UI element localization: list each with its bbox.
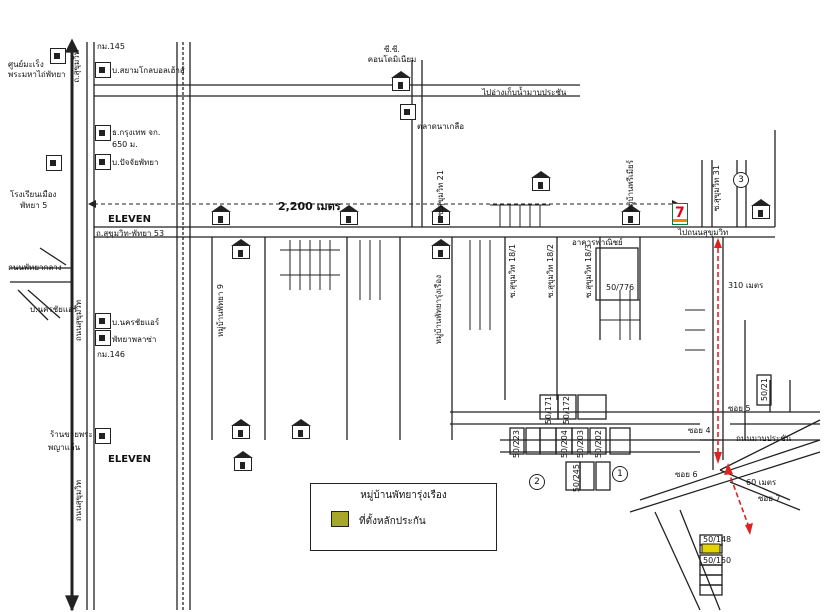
label-bank: ธ.กรุงเทพ จก. [112, 128, 161, 137]
label-pattaya5: พัทยา 5 [20, 201, 48, 210]
label-hospital-2: พระมหาไถ่พัทยา [8, 70, 66, 79]
marker-1: 1 [612, 466, 628, 482]
label-dist-60: 60 เมตร [746, 478, 777, 487]
label-lot-223: 50/223 [512, 430, 521, 459]
label-pattaya-klang: ถนนพัทยากลาง [8, 263, 62, 272]
label-sukhumvit-vert: ถนนสุขุมวิท [74, 300, 83, 342]
legend-item-label: ที่ตั้งหลักประกัน [359, 516, 426, 527]
village-icon [751, 199, 771, 219]
label-soi-18-3: ซ.สุขุมวิท 18/3 [584, 244, 593, 298]
village-icon [231, 419, 251, 439]
label-sukhumvit-lower: ถนนสุขุมวิท [74, 480, 83, 522]
collateral-location-marker [701, 543, 721, 554]
label-to-reservoir: ไปอ่างเก็บน้ำมาบประชัน [482, 88, 567, 97]
label-soi-18-2: ซ.สุขุมวิท 18/2 [546, 244, 555, 298]
label-shop: ร้านขายพระ [50, 430, 93, 439]
label-school: โรงเรียนเมือง [10, 190, 57, 199]
label-soi-4: ซอย 4 [688, 426, 711, 435]
label-nakorn-2: บ.นครชัยแอร์ [112, 318, 160, 327]
village-icon [291, 419, 311, 439]
village-icon [339, 205, 359, 225]
label-soi-21: ซ.สุขุมวิท 21 [436, 170, 445, 217]
label-lot-148: 50/148 [703, 535, 732, 544]
village-icon [531, 171, 551, 191]
label-650: 650 ม. [112, 140, 138, 149]
hospital-icon [50, 48, 66, 64]
label-pattaya-plaza: พัทยาพลาซ่า [112, 335, 157, 344]
label-cc-condo: ซี.ซี. คอนโดมิเนียม [367, 45, 417, 64]
market-icon [400, 104, 416, 120]
label-eleven-1: ELEVEN [108, 214, 151, 225]
label-eleven-2: ELEVEN [108, 454, 151, 465]
label-soi-6: ซอย 6 [675, 470, 698, 479]
label-lot-172: 50/172 [562, 396, 571, 425]
label-village-3: หมู่บ้านพรีเมียร์ [626, 160, 635, 213]
label-commercial: อาคารพาณิชย์ [572, 238, 623, 247]
label-market: ตลาดนาเกลือ [417, 122, 465, 131]
label-lot-776: 50/776 [606, 283, 635, 292]
label-soi-18-1: ซ.สุขุมวิท 18/1 [508, 244, 517, 298]
shop-icon [95, 428, 111, 444]
label-soi-31: ซ.สุขุมวิท 31 [712, 165, 721, 212]
marker-2: 2 [529, 474, 545, 490]
label-dist-310: 310 เมตร [728, 281, 764, 290]
marker-3: 3 [733, 172, 749, 188]
label-maroom: ถนนมาบประชัน [736, 434, 792, 443]
village-icon [431, 239, 451, 259]
bank-icon [95, 125, 111, 141]
school-icon [46, 155, 62, 171]
siam-makro-icon [95, 62, 111, 78]
label-lot-245: 50/245 [572, 464, 581, 493]
label-nakorn-1: บ.นครชัยแอร์ [30, 305, 78, 314]
label-hospital: ศูนย์มะเร็ง [8, 60, 44, 69]
company-icon [95, 154, 111, 170]
village-icon [431, 205, 451, 225]
legend-title: หมู่บ้านพัทยารุ่งเรือง [360, 490, 447, 501]
label-chai-pattaya: บ.ปัจจัยพัทยา [112, 158, 159, 167]
label-km-146: กม.146 [97, 350, 125, 359]
label-distance-2200: 2,200 เมตร [278, 200, 341, 213]
label-soi-7: ซอย 7 [758, 494, 781, 503]
company-icon [95, 313, 111, 329]
label-lot-150: 50/150 [703, 556, 732, 565]
label-to-sukhumvit: ไปถนนสุขุมวิท [678, 228, 729, 237]
label-lot-203: 50/203 [576, 430, 585, 459]
village-icon [233, 451, 253, 471]
map-legend: หมู่บ้านพัทยารุ่งเรือง ที่ตั้งหลักประกัน [310, 483, 497, 551]
label-phuay: พญาแล้น [48, 443, 81, 452]
village-icon [621, 205, 641, 225]
label-km-145: กม.145 [97, 42, 125, 51]
label-sukhumvit-53: ถ.สุขุมวิท-พัทยา 53 [96, 229, 165, 238]
label-soi-5: ซอย 5 [728, 404, 751, 413]
label-lot-202: 50/202 [594, 430, 603, 459]
legend-swatch [331, 511, 349, 527]
village-icon [211, 205, 231, 225]
label-lot-21: 50/21 [760, 378, 769, 402]
seven-eleven-icon [672, 203, 688, 225]
label-village-2: หมู่บ้านพัทยารุ่งเรือง [434, 275, 443, 345]
label-lot-204: 50/204 [560, 430, 569, 459]
label-village-1: หมู่บ้านพัทยา 9 [216, 284, 225, 337]
plaza-icon [95, 330, 111, 346]
condo-icon [391, 71, 411, 91]
label-sukhumvit-road: ถ.สุขุมวิท [72, 50, 81, 83]
label-siam: บ.สยามโกลบอลเฮ้าส์ [112, 66, 185, 75]
village-icon [231, 239, 251, 259]
label-lot-171: 50/171 [544, 396, 553, 425]
